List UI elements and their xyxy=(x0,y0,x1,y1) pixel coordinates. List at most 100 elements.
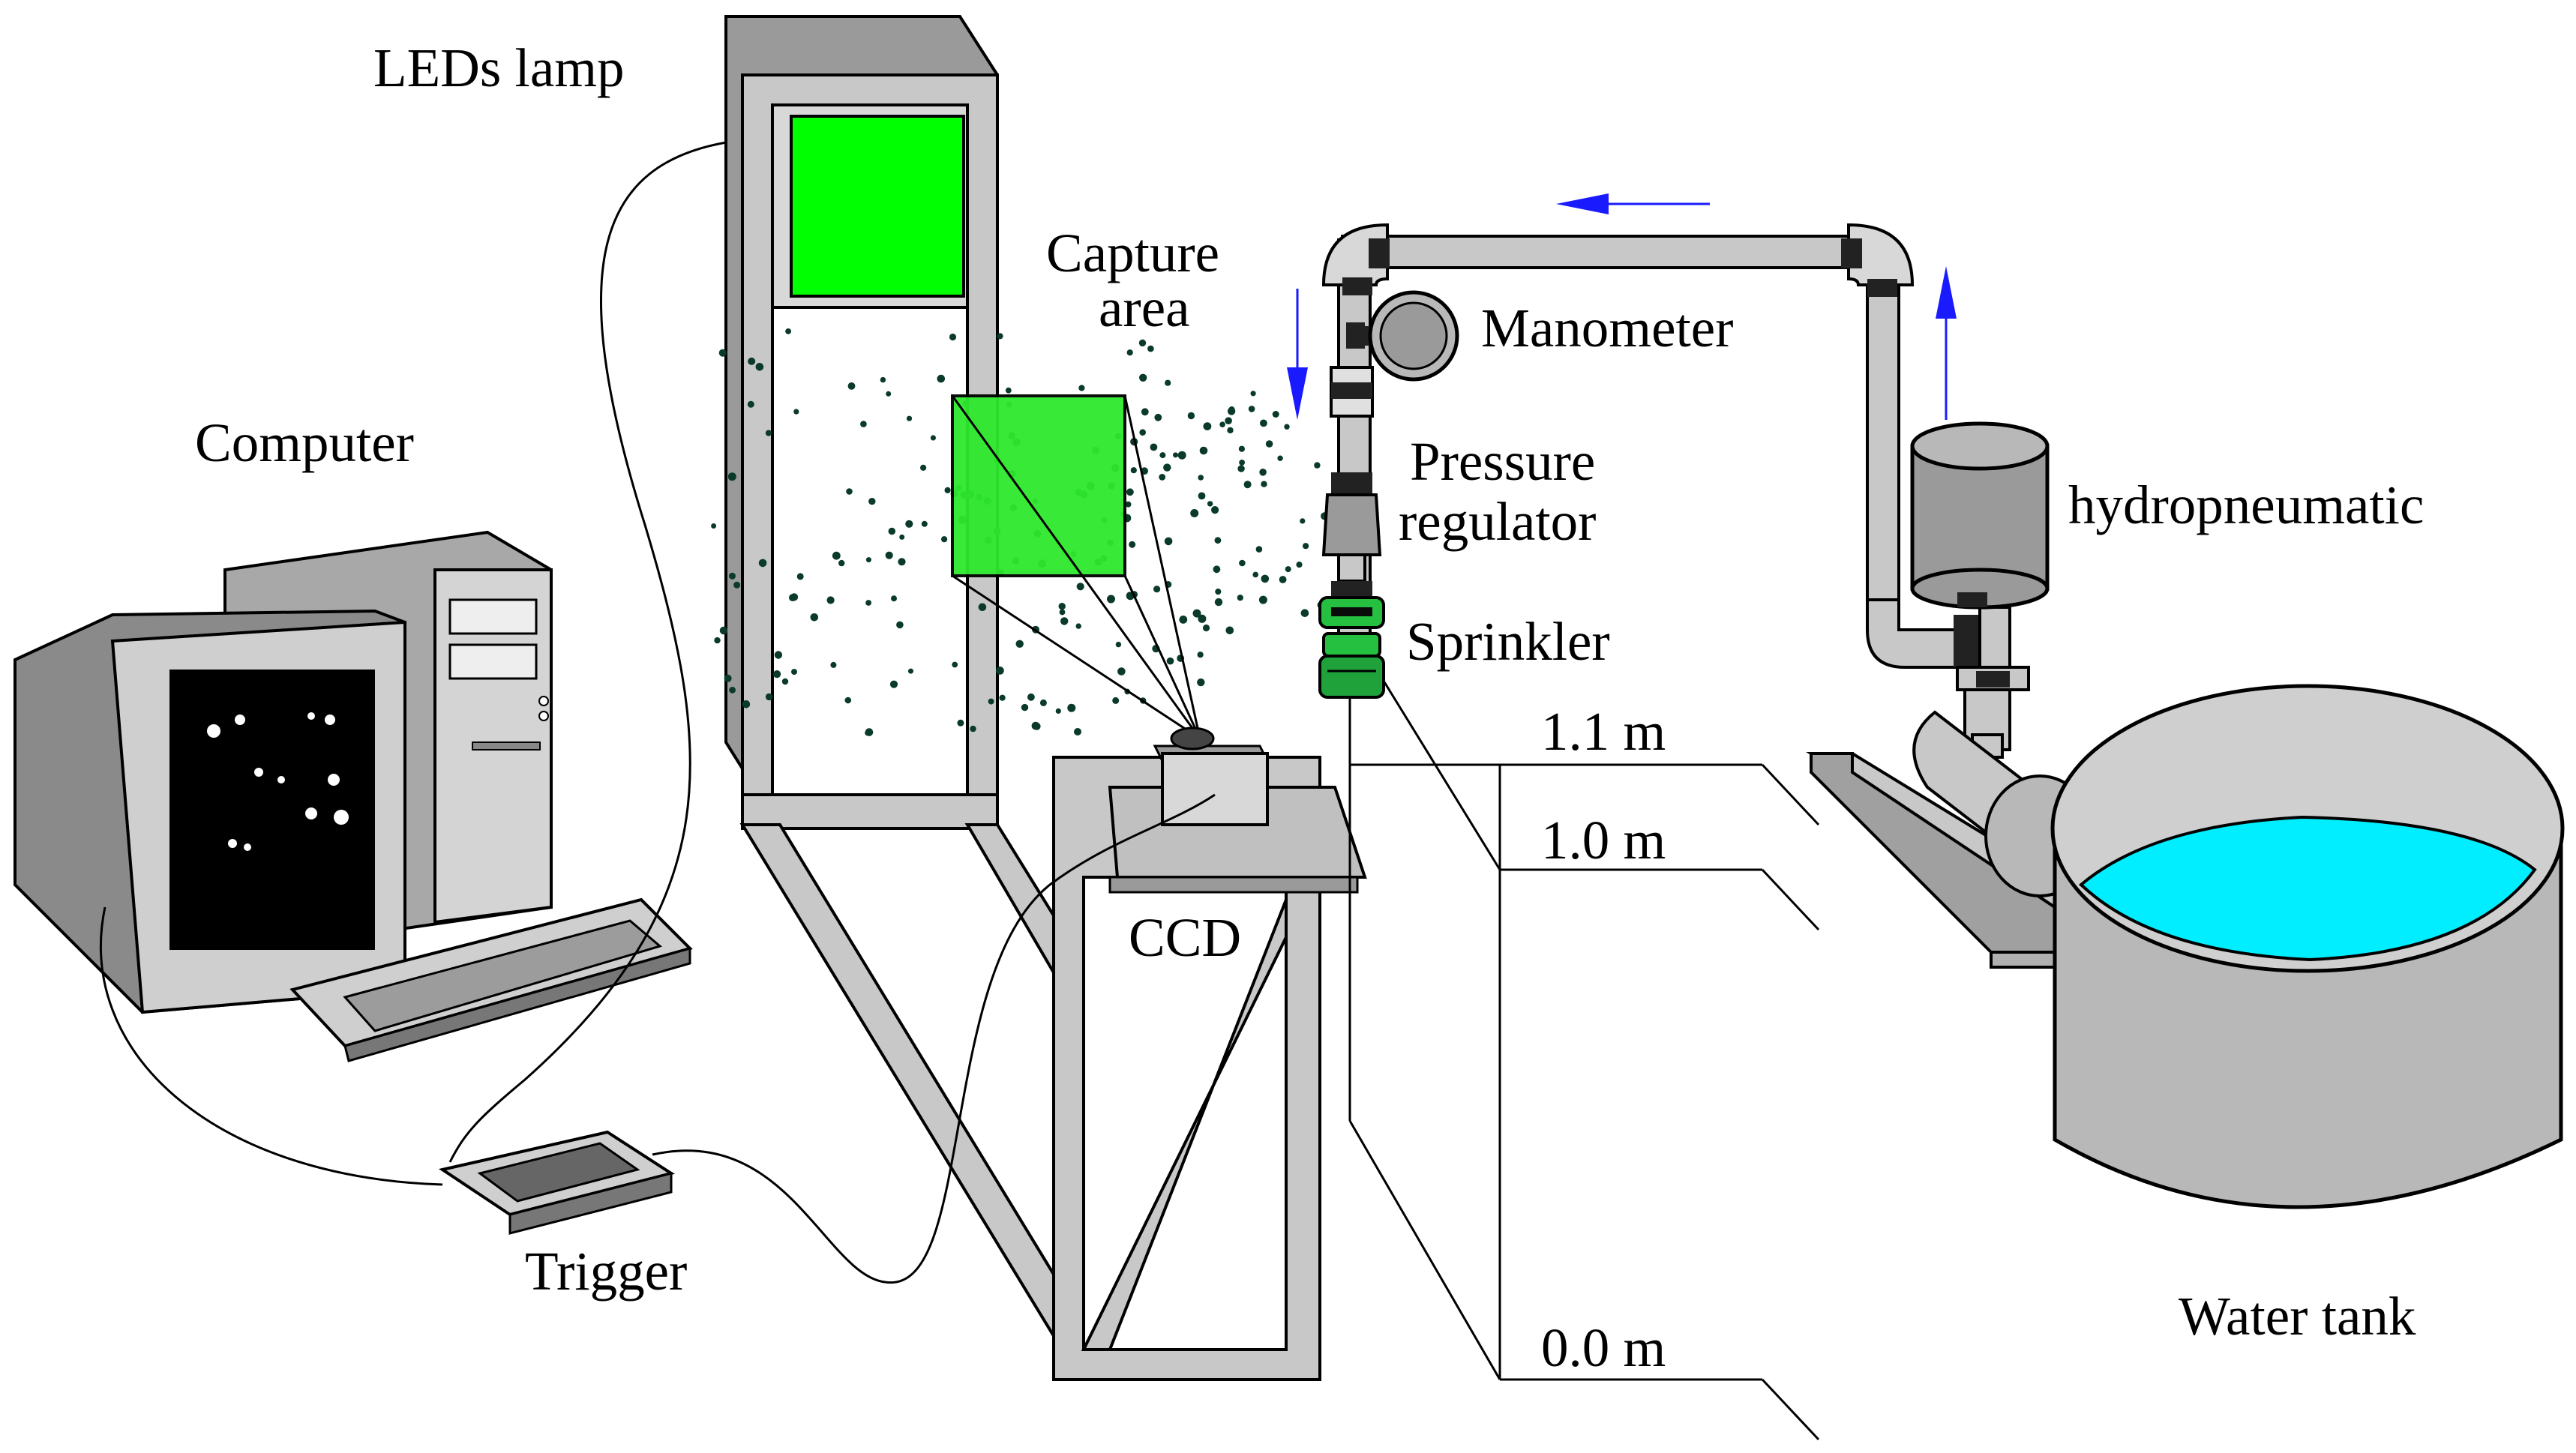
droplet xyxy=(810,613,819,622)
droplet xyxy=(1239,559,1246,567)
label-leds-lamp: LEDs lamp xyxy=(373,37,625,98)
droplet xyxy=(988,698,994,705)
droplet xyxy=(785,328,791,334)
label-trigger: Trigger xyxy=(525,1241,687,1302)
droplet xyxy=(899,534,905,540)
droplet xyxy=(1261,574,1270,583)
droplet xyxy=(1255,546,1263,553)
droplet xyxy=(846,488,853,495)
droplet xyxy=(758,559,767,568)
droplet xyxy=(1227,427,1234,434)
droplet xyxy=(1272,411,1279,418)
droplet xyxy=(1203,422,1212,430)
droplet xyxy=(1154,413,1162,421)
droplet xyxy=(949,333,957,341)
ccd-camera xyxy=(1153,726,1270,826)
droplet xyxy=(1078,385,1085,391)
pressure-regulator xyxy=(1321,472,1382,583)
droplet xyxy=(1107,595,1115,604)
computer xyxy=(13,530,693,1062)
droplet xyxy=(1173,452,1178,458)
cables xyxy=(100,141,1216,1284)
droplet xyxy=(844,697,852,704)
droplet xyxy=(1021,703,1029,712)
droplet xyxy=(1165,379,1171,386)
droplet xyxy=(1058,603,1066,610)
droplet xyxy=(1243,481,1252,489)
droplet xyxy=(1198,475,1204,481)
water-surface xyxy=(2078,815,2537,962)
label-pressure-regulator-line2: regulator xyxy=(1399,491,1596,552)
label-height-1-0: 1.0 m xyxy=(1541,810,1666,870)
droplet xyxy=(1126,349,1133,356)
droplet xyxy=(886,391,892,397)
droplet xyxy=(1033,722,1041,730)
droplet xyxy=(1027,693,1035,701)
droplet xyxy=(724,674,732,682)
droplet xyxy=(1039,699,1047,706)
droplet xyxy=(921,520,928,527)
droplet xyxy=(1215,589,1222,595)
droplet xyxy=(906,415,913,421)
droplet xyxy=(1076,583,1084,591)
label-capture-area-line2: area xyxy=(1099,277,1190,338)
droplet xyxy=(1303,543,1309,550)
droplet xyxy=(1219,421,1225,427)
droplet xyxy=(978,603,987,612)
droplet xyxy=(832,551,841,560)
droplet xyxy=(1115,641,1122,648)
droplet xyxy=(765,430,772,436)
droplet xyxy=(880,376,886,383)
droplet xyxy=(1214,537,1222,544)
droplet xyxy=(774,651,783,659)
droplet xyxy=(937,374,946,383)
droplet xyxy=(791,669,797,676)
droplet xyxy=(905,520,913,528)
droplet xyxy=(1192,609,1201,618)
droplet xyxy=(1260,419,1267,427)
droplet xyxy=(1015,640,1024,648)
droplet xyxy=(908,668,913,674)
label-manometer: Manometer xyxy=(1481,298,1733,358)
droplet xyxy=(1213,565,1221,574)
droplet xyxy=(1202,624,1210,632)
droplet xyxy=(1141,408,1149,416)
droplet xyxy=(1150,443,1158,451)
droplet xyxy=(838,559,845,567)
droplet xyxy=(711,523,717,529)
droplet xyxy=(1197,652,1204,658)
droplet xyxy=(727,472,736,481)
droplet xyxy=(1153,586,1161,593)
label-ccd: CCD xyxy=(1129,907,1241,968)
droplet xyxy=(1067,703,1076,712)
arrow-icon xyxy=(1936,266,1957,420)
droplet xyxy=(898,558,906,566)
droplet xyxy=(1265,440,1273,448)
droplet xyxy=(930,435,936,441)
droplet xyxy=(885,551,893,559)
droplet xyxy=(1300,609,1309,617)
droplet xyxy=(1237,465,1245,472)
droplet xyxy=(920,464,927,471)
droplet xyxy=(888,527,896,535)
droplet xyxy=(1138,339,1147,347)
droplet xyxy=(1279,576,1287,583)
arrow-icon xyxy=(1287,289,1308,420)
ccd-stand xyxy=(1052,726,1367,1381)
droplet xyxy=(1237,595,1243,601)
label-capture-area-line1: Capture xyxy=(1046,223,1219,283)
droplet xyxy=(1075,623,1081,629)
droplet xyxy=(970,725,976,732)
droplet xyxy=(865,600,871,606)
manometer xyxy=(1357,290,1459,382)
droplet xyxy=(1284,424,1290,430)
droplet xyxy=(1197,678,1205,687)
droplet xyxy=(1059,609,1066,616)
spray-droplets xyxy=(711,328,1329,736)
droplet xyxy=(860,421,867,427)
label-computer: Computer xyxy=(195,412,414,473)
droplet xyxy=(1117,667,1126,676)
droplet xyxy=(1252,571,1258,578)
droplet xyxy=(1060,617,1069,625)
